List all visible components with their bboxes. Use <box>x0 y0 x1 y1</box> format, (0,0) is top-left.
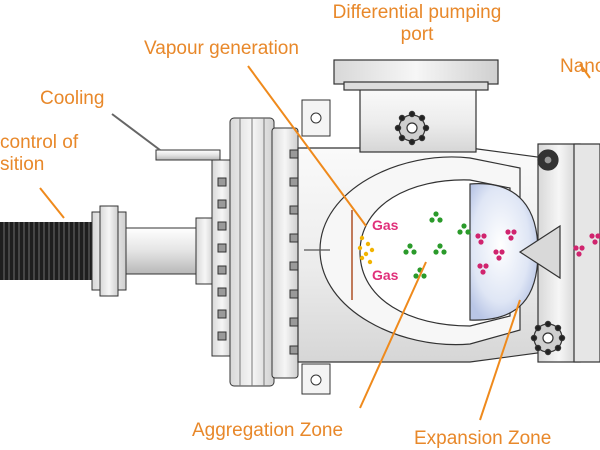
aggregation-zone-label: Aggregation Zone <box>192 420 344 441</box>
control-line1: control of <box>0 132 79 153</box>
nano-label: Nano <box>560 56 600 77</box>
linear-drive-shaft <box>91 149 221 297</box>
differential-pumping-port-line2: port <box>400 24 434 45</box>
control-label: control of sition <box>0 132 78 176</box>
vapour-dots <box>357 235 375 265</box>
aggregate-clusters <box>403 211 471 279</box>
differential-pumping-port <box>333 59 499 153</box>
cooling-pointer <box>111 113 161 151</box>
pointer-lines <box>39 63 591 421</box>
differential-pumping-port-line1: Differential pumping <box>332 2 502 23</box>
control-line2: sition <box>0 154 45 175</box>
expansion-zone-pointer <box>479 299 521 421</box>
control-pointer <box>39 187 65 219</box>
nanoparticle-clusters <box>475 229 600 275</box>
mounting-brackets <box>301 99 331 395</box>
gas-label-bottom: Gas <box>372 267 399 283</box>
gas-label-top: Gas <box>372 217 399 233</box>
cooling-label: Cooling <box>40 88 105 109</box>
vapour-generation-label: Vapour generation <box>144 38 299 59</box>
vapour-generation-pointer <box>247 65 367 227</box>
aggregation-zone-pointer <box>359 261 427 409</box>
expansion-zone-label: Expansion Zone <box>414 428 552 449</box>
bellows <box>0 222 96 280</box>
nano-pointer <box>579 63 591 79</box>
rear-flange <box>211 117 301 387</box>
differential-pumping-port-label: Differential pumping port <box>316 2 518 46</box>
